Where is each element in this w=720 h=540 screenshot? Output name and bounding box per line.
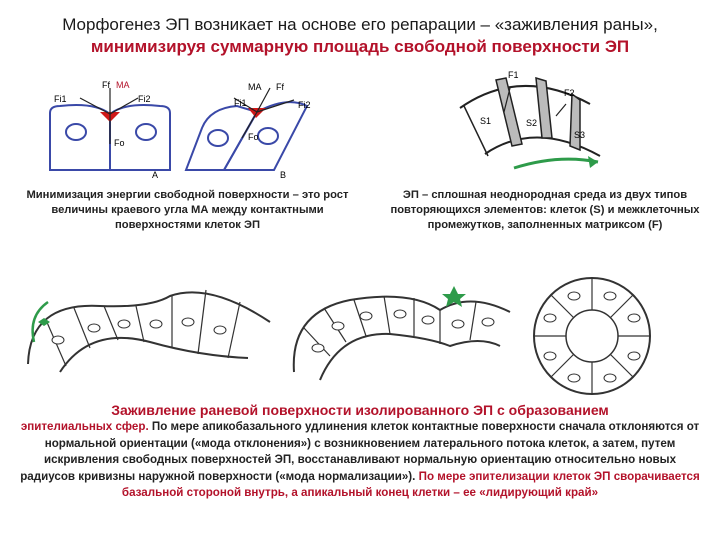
figure-b: MA Ff Fi1 Fi2 Fo B [184,82,311,180]
label-ff: Ff [276,82,284,92]
caption-right: ЭП – сплошная неоднородная среда из двух… [390,189,700,231]
arrow-f1 [503,87,511,113]
figure-c: F1 F2 S1 S2 S3 [459,70,601,170]
force-fi2-arrow [256,99,295,113]
label-s1: S1 [480,116,491,126]
matrix-gap-1 [495,77,523,147]
nucleus-right [257,127,279,145]
cell-right [222,101,309,171]
body-part2: По мере апикобазального удлинения клеток… [20,420,700,483]
stage-1-arc [27,289,271,373]
nucleus-left [65,123,87,141]
title-part1: Морфогенез ЭП возникает на основе его ре… [62,15,658,34]
force-ff-arrow [256,87,271,113]
label-ma: MA [116,80,130,90]
label-fi1: Fi1 [234,98,247,108]
force-fi1-arrow [79,97,111,115]
matrix-gap-2 [535,76,553,139]
title-part2: минимизируя суммарную площадь свободной … [90,37,630,56]
label-fi2: Fi2 [298,100,311,110]
label-fo: Fo [114,138,125,148]
body-paragraph: эпителиальных сфер. По мере апикобазальн… [15,419,705,502]
cell-boundary [463,105,489,157]
matrix-gap-3 [569,92,581,152]
green-arrow-head [588,156,598,168]
stage-2-arc [292,286,511,381]
label-s3: S3 [574,130,585,140]
label-s2: S2 [526,118,537,128]
body-part1: эпителиальных сфер. [20,420,149,433]
label-f2: F2 [564,88,575,98]
label-fi2: Fi2 [138,94,151,104]
label-ma: MA [248,82,262,92]
caption-left: Минимизация энергии свободной поверхност… [26,189,349,231]
cell-right [109,104,171,171]
force-fi2-arrow [109,97,139,115]
label-letter-a: A [152,170,158,180]
label-fo: Fo [248,132,259,142]
label-ff: Ff [102,80,110,90]
nucleus-left [207,129,229,147]
page-title: Морфогенез ЭП возникает на основе его ре… [10,14,710,58]
body-part3: По мере эпителизации клеток ЭП сворачива… [121,469,700,500]
force-fi1-arrow [233,97,258,113]
section-subtitle: Заживление раневой поверхности изолирова… [111,402,609,418]
inner-arc [484,136,601,157]
label-fi1: Fi1 [54,94,67,104]
epithelial-sphere-panel [27,277,651,395]
figure-a: Ff MA Fi1 Fi2 Fo A [49,80,171,180]
label-letter-b: B [280,170,286,180]
stage-3-sphere [533,277,651,395]
green-flow-arrow [513,157,599,170]
nucleus-right [135,123,157,141]
label-f1: F1 [508,70,519,80]
arrow-f2 [555,103,567,117]
force-fo-arrow [241,111,258,139]
